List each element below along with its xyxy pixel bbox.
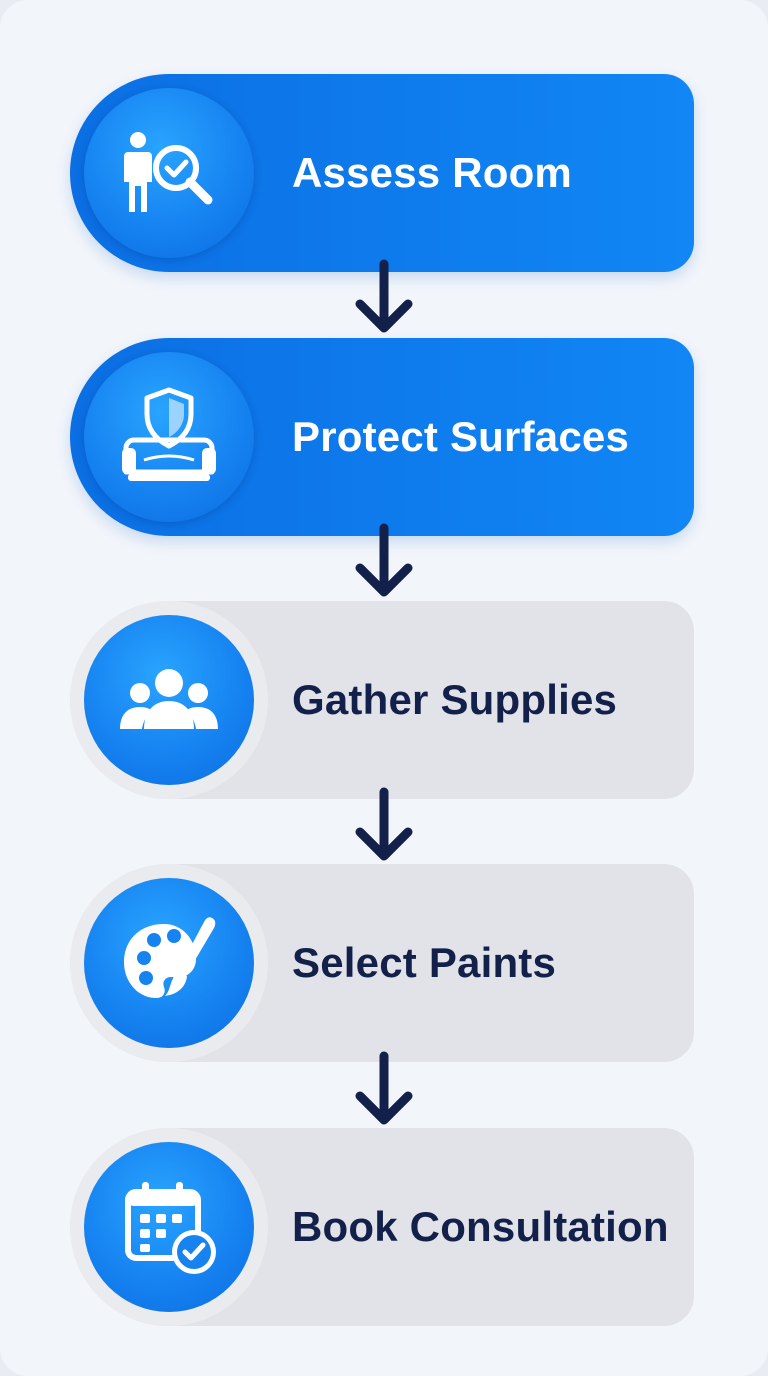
step-icon-circle [84,1142,254,1312]
step-protect-surfaces[interactable]: Protect Surfaces [70,338,694,536]
arrow-down-icon [352,786,416,866]
arrow-down-icon [352,522,416,602]
step-label: Assess Room [292,149,572,196]
person-magnifier-check-icon [124,132,213,212]
palette-brush-icon [124,917,216,998]
step-select-paints[interactable]: Select Paints [70,864,694,1062]
step-icon-circle [84,878,254,1048]
arrow-down-icon [352,1050,416,1130]
shield-sofa-icon [122,387,216,481]
step-label: Book Consultation [292,1203,669,1250]
step-icon-circle [84,88,254,258]
step-icon-circle [84,615,254,785]
step-book-consultation[interactable]: Book Consultation [70,1128,694,1326]
step-assess-room[interactable]: Assess Room [70,74,694,272]
group-people-icon [120,669,218,729]
step-label: Select Paints [292,939,557,986]
step-label: Protect Surfaces [292,413,630,460]
calendar-check-icon [125,1182,216,1274]
step-icon-circle [84,352,254,522]
arrow-down-icon [352,258,416,338]
step-gather-supplies[interactable]: Gather Supplies [70,601,694,799]
step-label: Gather Supplies [292,676,618,723]
